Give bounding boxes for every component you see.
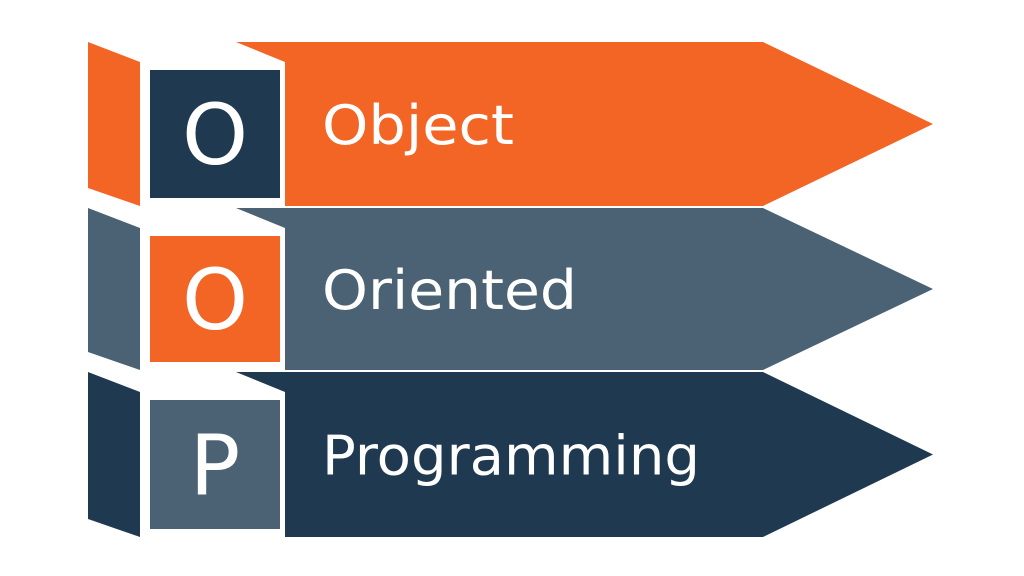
banner-word: Object	[322, 94, 514, 157]
row-flap	[88, 208, 140, 370]
row-programming: P Programming	[88, 372, 933, 537]
row-flap	[88, 42, 140, 206]
arrow-banner	[236, 372, 933, 537]
initial-letter: O	[182, 251, 248, 349]
arrow-banner	[236, 208, 933, 370]
row-oriented: O Oriented	[88, 208, 933, 370]
row-flap	[88, 372, 140, 537]
initial-letter: P	[190, 417, 241, 515]
arrow-banner	[236, 42, 933, 206]
letter-square	[150, 70, 280, 198]
letter-square	[150, 236, 280, 362]
letter-square	[150, 400, 280, 529]
banner-word: Oriented	[322, 259, 577, 322]
row-object: O Object	[88, 42, 933, 206]
banner-word: Programming	[322, 425, 700, 488]
initial-letter: O	[182, 86, 248, 184]
